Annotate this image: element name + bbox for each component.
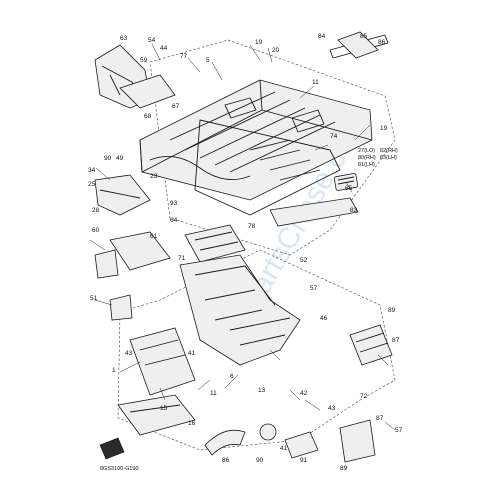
part-label: 46 xyxy=(320,315,328,322)
front-bracket-assembly xyxy=(94,44,176,109)
part-label: 77 xyxy=(180,53,188,60)
assembly-boundary-upper xyxy=(149,39,396,256)
part-label: 34 xyxy=(88,167,96,174)
part-label: 42 xyxy=(300,390,308,397)
part-label: 90 xyxy=(104,155,112,162)
part-label: 59 xyxy=(140,57,148,64)
part-label: 63 xyxy=(120,35,128,42)
part-label: 6 xyxy=(230,373,234,380)
part-label: 89 xyxy=(388,307,396,314)
part-label: 54 xyxy=(148,37,156,44)
part-label: 86 xyxy=(378,39,386,46)
part-label: 86 xyxy=(222,457,230,464)
part-label: 51 xyxy=(90,295,98,302)
part-label: 89 xyxy=(340,465,348,472)
lower-frame-tray xyxy=(129,254,301,396)
side-code-label: 82(RH) xyxy=(380,148,398,154)
part-label: 49 xyxy=(116,155,124,162)
part-label: 90 xyxy=(256,457,264,464)
part-label: 41 xyxy=(280,445,288,452)
part-label: 5 xyxy=(206,57,210,64)
side-code-label: 83(LH) xyxy=(380,155,397,161)
part-label: 43 xyxy=(125,350,133,357)
part-label: 91 xyxy=(300,457,308,464)
part-label: 28 xyxy=(92,207,100,214)
diagram-code: 8GS3100-G190 xyxy=(100,466,139,472)
part-label: 13 xyxy=(258,387,266,394)
side-code-label: 80(RH) xyxy=(358,155,376,161)
assembly-boundary-lower xyxy=(117,249,396,451)
part-label: 87 xyxy=(376,415,384,422)
part-label: 61 xyxy=(150,233,158,240)
reference-icon xyxy=(99,437,125,460)
part-label: 65 xyxy=(345,185,353,192)
side-code-labels: 27(LO) 80(RH) 81(LH) 82(RH) 83(LH) xyxy=(358,148,398,168)
main-frame-tunnel xyxy=(139,79,373,216)
part-label: 1 xyxy=(112,367,116,374)
lower-base-plate xyxy=(117,394,196,436)
part-label: 25 xyxy=(88,181,96,188)
part-label: 83 xyxy=(350,207,358,214)
part-label: 93 xyxy=(170,200,178,207)
part-label: 85 xyxy=(360,33,368,40)
bottom-hose-and-parts xyxy=(204,423,319,459)
part-label: 57 xyxy=(395,427,403,434)
part-label: 74 xyxy=(330,133,338,140)
part-label: 23 xyxy=(150,173,158,180)
part-label: 15 xyxy=(160,405,168,412)
part-label: 11 xyxy=(210,390,217,397)
center-gasket-plate xyxy=(184,197,359,263)
part-label: 44 xyxy=(160,45,168,52)
part-label: 68 xyxy=(144,113,152,120)
part-label: 19 xyxy=(380,125,388,132)
side-code-label: 81(LH) xyxy=(358,162,375,168)
part-label: 16 xyxy=(188,420,196,427)
part-label: 19 xyxy=(255,39,263,46)
part-label: 87 xyxy=(392,337,400,344)
part-label: 67 xyxy=(172,103,180,110)
part-label: 64 xyxy=(170,217,178,224)
part-label: 11 xyxy=(312,79,319,86)
part-label: 52 xyxy=(300,257,308,264)
part-label: 43 xyxy=(328,405,336,412)
part-label: 84 xyxy=(318,33,326,40)
part-label: 60 xyxy=(92,227,100,234)
left-side-brackets xyxy=(94,174,171,321)
rear-bumper-bar xyxy=(329,31,389,59)
leader-lines xyxy=(89,43,396,431)
part-label: 78 xyxy=(248,223,256,230)
part-number-labels: 63 54 44 59 77 5 19 20 84 85 86 11 68 67… xyxy=(88,33,403,472)
part-label: 20 xyxy=(272,47,280,54)
part-label: 71 xyxy=(178,255,186,262)
side-code-label: 27(LO) xyxy=(358,148,375,154)
part-label: 72 xyxy=(360,393,368,400)
right-side-assembly xyxy=(339,324,393,463)
part-label: 41 xyxy=(188,350,196,357)
part-label: 57 xyxy=(310,285,318,292)
